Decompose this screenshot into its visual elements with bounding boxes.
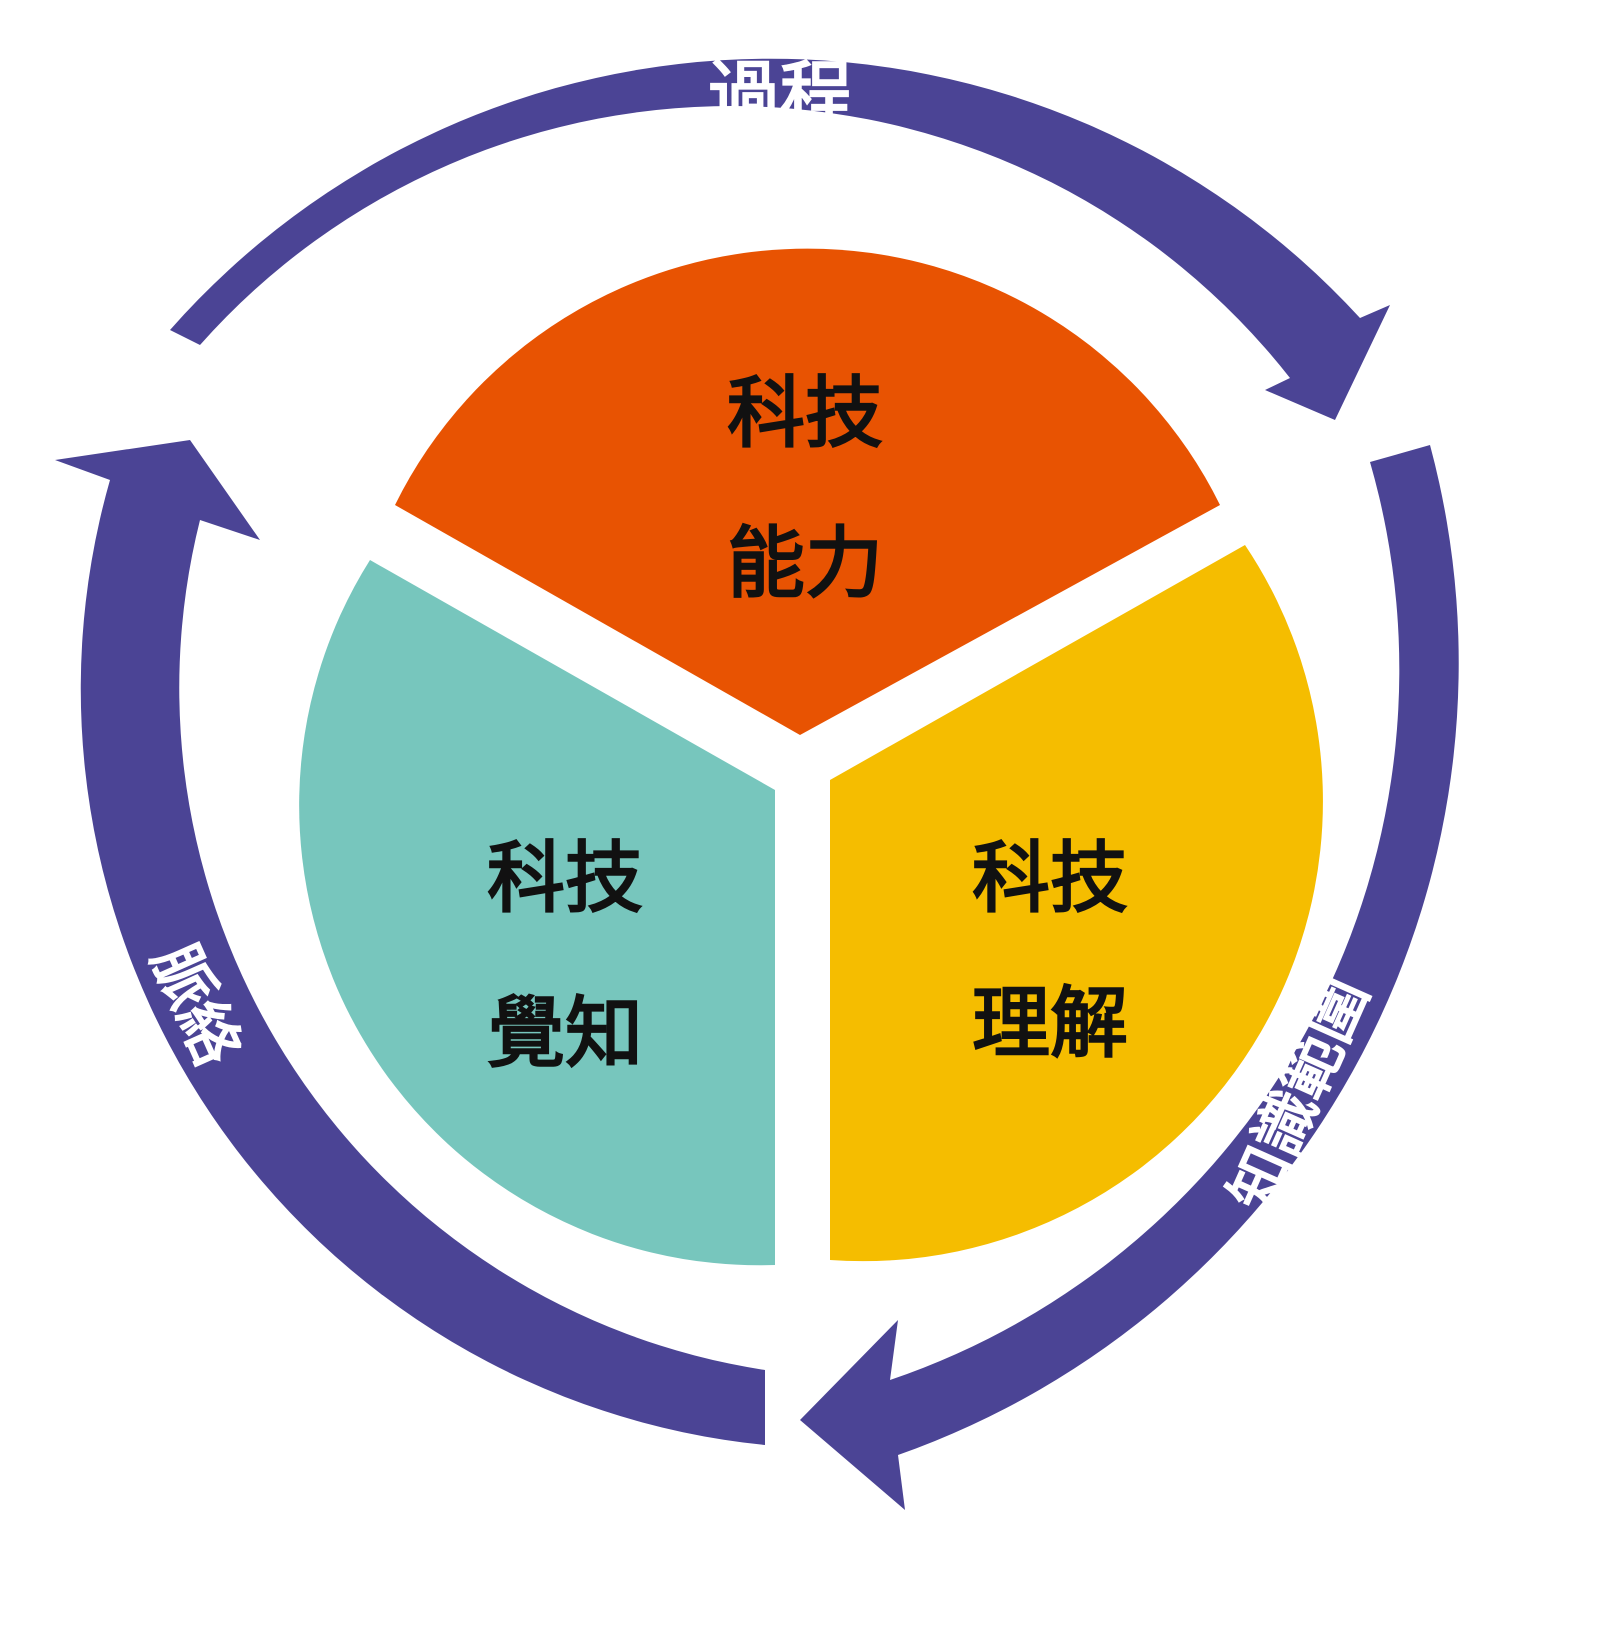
literacy-sectors (299, 248, 1323, 1266)
ability-label-line1: 科技 (727, 369, 883, 459)
awareness-label-line1: 科技 (487, 834, 643, 924)
technology-awareness-sector (299, 560, 775, 1266)
awareness-label-line2: 覺知 (487, 989, 643, 1079)
technology-understanding-sector (830, 545, 1323, 1262)
knowledge-scope-arrow (800, 445, 1459, 1510)
technology-ability-sector (395, 248, 1220, 735)
understanding-label-line2: 理解 (972, 979, 1128, 1069)
ability-label-line2: 能力 (727, 519, 883, 609)
process-arrow (170, 58, 1390, 420)
cycle-arrows (55, 58, 1459, 1510)
understanding-label-line1: 科技 (972, 834, 1128, 924)
process-label: 過程 (708, 53, 852, 137)
context-arrow (55, 440, 765, 1445)
